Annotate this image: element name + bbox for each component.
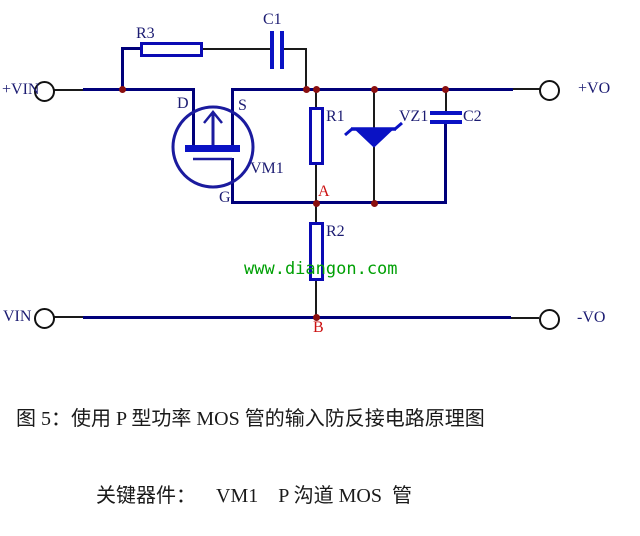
- wire-segment: [513, 88, 540, 90]
- junction-dot: [370, 199, 378, 207]
- zener-vz1-symbol: [344, 121, 403, 148]
- capacitor-c2-plate-bottom: [430, 120, 462, 124]
- wire-segment: [315, 203, 317, 223]
- figure-caption: 图 5：使用 P 型功率 MOS 管的输入防反接电路原理图: [16, 408, 485, 430]
- junction-dot: [312, 199, 320, 207]
- label-vo-pos: +VO: [578, 80, 611, 97]
- wire-segment: [192, 88, 195, 148]
- wire-segment: [315, 164, 317, 203]
- junction-dot: [441, 85, 449, 93]
- label-c1: C1: [263, 11, 282, 28]
- wire-segment: [373, 147, 375, 203]
- label-vm1: VM1: [250, 160, 284, 177]
- terminal-vo-pos: [539, 80, 560, 101]
- label-vz1: VZ1: [399, 108, 429, 125]
- wire-segment: [284, 48, 307, 50]
- label-drain: D: [177, 95, 189, 112]
- terminal-vin-neg: [34, 308, 55, 329]
- mosfet-channel-bar: [185, 145, 240, 152]
- label-vin-pos: +VIN: [2, 81, 40, 98]
- zener-triangle: [354, 129, 394, 148]
- label-node-b: B: [313, 319, 324, 336]
- resistor-r2: [309, 222, 324, 281]
- wire-segment: [123, 47, 141, 50]
- label-gate: G: [219, 189, 231, 206]
- label-c2: C2: [463, 108, 482, 125]
- wire-segment: [511, 317, 539, 319]
- watermark-text: www.diangon.com: [244, 259, 398, 279]
- wire-segment: [121, 47, 124, 91]
- capacitor-c1-plate-right: [280, 31, 284, 69]
- wire-segment: [445, 90, 447, 112]
- resistor-r3: [140, 42, 203, 57]
- wire-segment: [231, 201, 447, 204]
- wire-segment: [83, 88, 194, 91]
- junction-dot: [302, 85, 310, 93]
- capacitor-c2-plate-top: [430, 111, 462, 115]
- label-r1: R1: [326, 108, 345, 125]
- label-source: S: [238, 97, 247, 114]
- wire-segment: [203, 48, 271, 50]
- mosfet-vm1-symbol: [171, 105, 255, 189]
- key-parts-note: 关键器件： VM1 P 沟道 MOS 管: [96, 485, 412, 507]
- label-r2: R2: [326, 223, 345, 240]
- terminal-vo-neg: [539, 309, 560, 330]
- wire-segment: [231, 88, 234, 148]
- wire-segment: [53, 316, 84, 318]
- wire-segment: [305, 48, 307, 90]
- wire-segment: [444, 123, 447, 204]
- label-vo-neg: -VO: [577, 309, 606, 326]
- label-node-a: A: [318, 183, 330, 200]
- label-r3: R3: [136, 25, 155, 42]
- terminal-vin-pos: [34, 81, 55, 102]
- wire-segment: [315, 280, 317, 318]
- junction-dot: [312, 313, 320, 321]
- wire-segment: [315, 90, 317, 108]
- capacitor-c1-plate-left: [270, 31, 274, 69]
- junction-dot: [312, 85, 320, 93]
- wire-segment: [83, 316, 511, 319]
- junction-dot: [370, 85, 378, 93]
- label-vin-neg: VIN: [3, 308, 32, 325]
- mosfet-arrow: [203, 110, 223, 124]
- wire-segment: [53, 89, 84, 91]
- resistor-r1: [309, 107, 324, 165]
- junction-dot: [118, 85, 126, 93]
- wire-segment: [373, 90, 375, 129]
